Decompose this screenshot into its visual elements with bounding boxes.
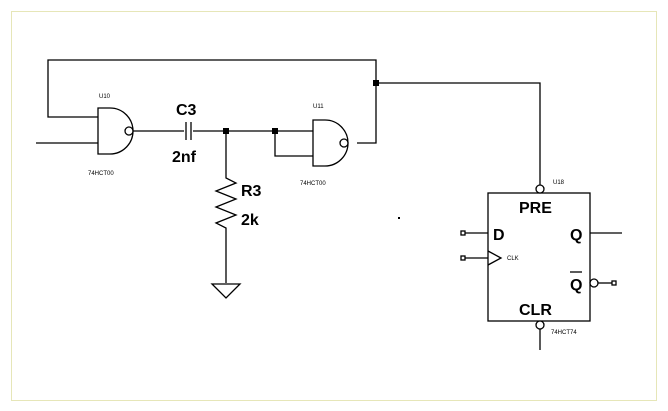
wire-gate2-tied-input	[274, 131, 313, 157]
gate2-part: 74HCT00	[300, 181, 326, 187]
ground-symbol	[210, 283, 242, 299]
capacitor-ref: C3	[176, 102, 197, 119]
flipflop-part: 74HCT74	[551, 330, 577, 336]
resistor-r3: R3 2k	[214, 131, 262, 283]
resistor-value: 2k	[241, 212, 259, 229]
drawing-frame	[11, 11, 657, 401]
d-flipflop-u18: U18 74HCT74 PRE CLR D Q Q CLK	[460, 180, 622, 350]
pin-qbar-label: Q	[570, 277, 582, 294]
nand-gate-u10: U10 74HCT00	[36, 94, 134, 177]
nand-gate-u11: U11 74HCT00	[300, 104, 349, 187]
stray-dot	[398, 217, 400, 219]
pre-wire	[376, 82, 541, 185]
pin-clk-label: CLK	[507, 256, 519, 262]
gate1-ref: U10	[99, 94, 111, 100]
gate2-ref: U11	[313, 104, 324, 110]
capacitor-value: 2nf	[172, 149, 197, 166]
junction-dot	[373, 80, 379, 86]
resistor-ref: R3	[241, 183, 262, 200]
capacitor-c3: C3 2nf	[172, 102, 197, 166]
feedback-wire	[47, 59, 377, 144]
flipflop-ref: U18	[553, 180, 565, 186]
pin-pre-label: PRE	[519, 200, 552, 217]
pin-clr-label: CLR	[519, 302, 552, 319]
gate1-part: 74HCT00	[88, 171, 114, 177]
pin-q-label: Q	[570, 227, 582, 244]
pin-d-label: D	[493, 227, 505, 244]
